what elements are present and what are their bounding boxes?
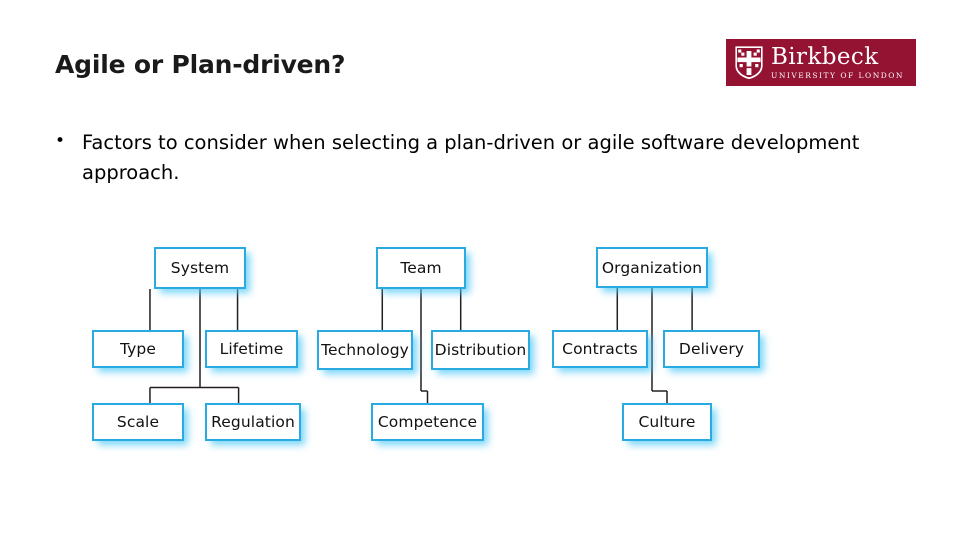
- bullet-list: • Factors to consider when selecting a p…: [55, 128, 910, 188]
- birkbeck-shield-crest-icon: [734, 45, 764, 80]
- bullet-marker-icon: •: [55, 131, 66, 151]
- node-box-lifetime: Lifetime: [205, 330, 298, 368]
- logo-subtitle: UNIVERSITY OF LONDON: [771, 70, 904, 80]
- node-label: Delivery: [678, 340, 745, 358]
- node-label: Culture: [638, 413, 696, 431]
- node-label: Regulation: [211, 413, 295, 431]
- node-label: Competence: [377, 413, 478, 431]
- node-label: Technology: [321, 341, 409, 359]
- node-label: Distribution: [434, 341, 527, 359]
- node-label: Scale: [116, 413, 160, 431]
- node-box-scale: Scale: [92, 403, 184, 441]
- node-label: System: [170, 259, 230, 277]
- node-box-contracts: Contracts: [552, 330, 648, 368]
- node-label: Organization: [601, 258, 703, 277]
- node-box-delivery: Delivery: [663, 330, 760, 368]
- node-box-regulation: Regulation: [205, 403, 301, 441]
- page-title: Agile or Plan-driven?: [55, 50, 346, 79]
- node-box-organization: Organization: [596, 247, 708, 288]
- node-box-type: Type: [92, 330, 184, 368]
- node-box-competence: Competence: [371, 403, 484, 441]
- node-box-culture: Culture: [622, 403, 712, 441]
- logo-wordmark: Birkbeck UNIVERSITY OF LONDON: [771, 43, 904, 80]
- birkbeck-logo: Birkbeck UNIVERSITY OF LONDON: [726, 39, 916, 86]
- bullet-text: Factors to consider when selecting a pla…: [82, 131, 860, 185]
- list-item: • Factors to consider when selecting a p…: [55, 128, 910, 188]
- node-label: Contracts: [562, 340, 638, 358]
- node-box-team: Team: [376, 247, 466, 289]
- node-box-distribution: Distribution: [431, 330, 530, 370]
- node-box-technology: Technology: [317, 330, 413, 370]
- node-label: Team: [400, 259, 442, 277]
- logo-brand: Birkbeck: [771, 43, 879, 70]
- node-label: Type: [119, 340, 156, 358]
- node-label: Lifetime: [219, 340, 284, 358]
- node-box-system: System: [154, 247, 246, 289]
